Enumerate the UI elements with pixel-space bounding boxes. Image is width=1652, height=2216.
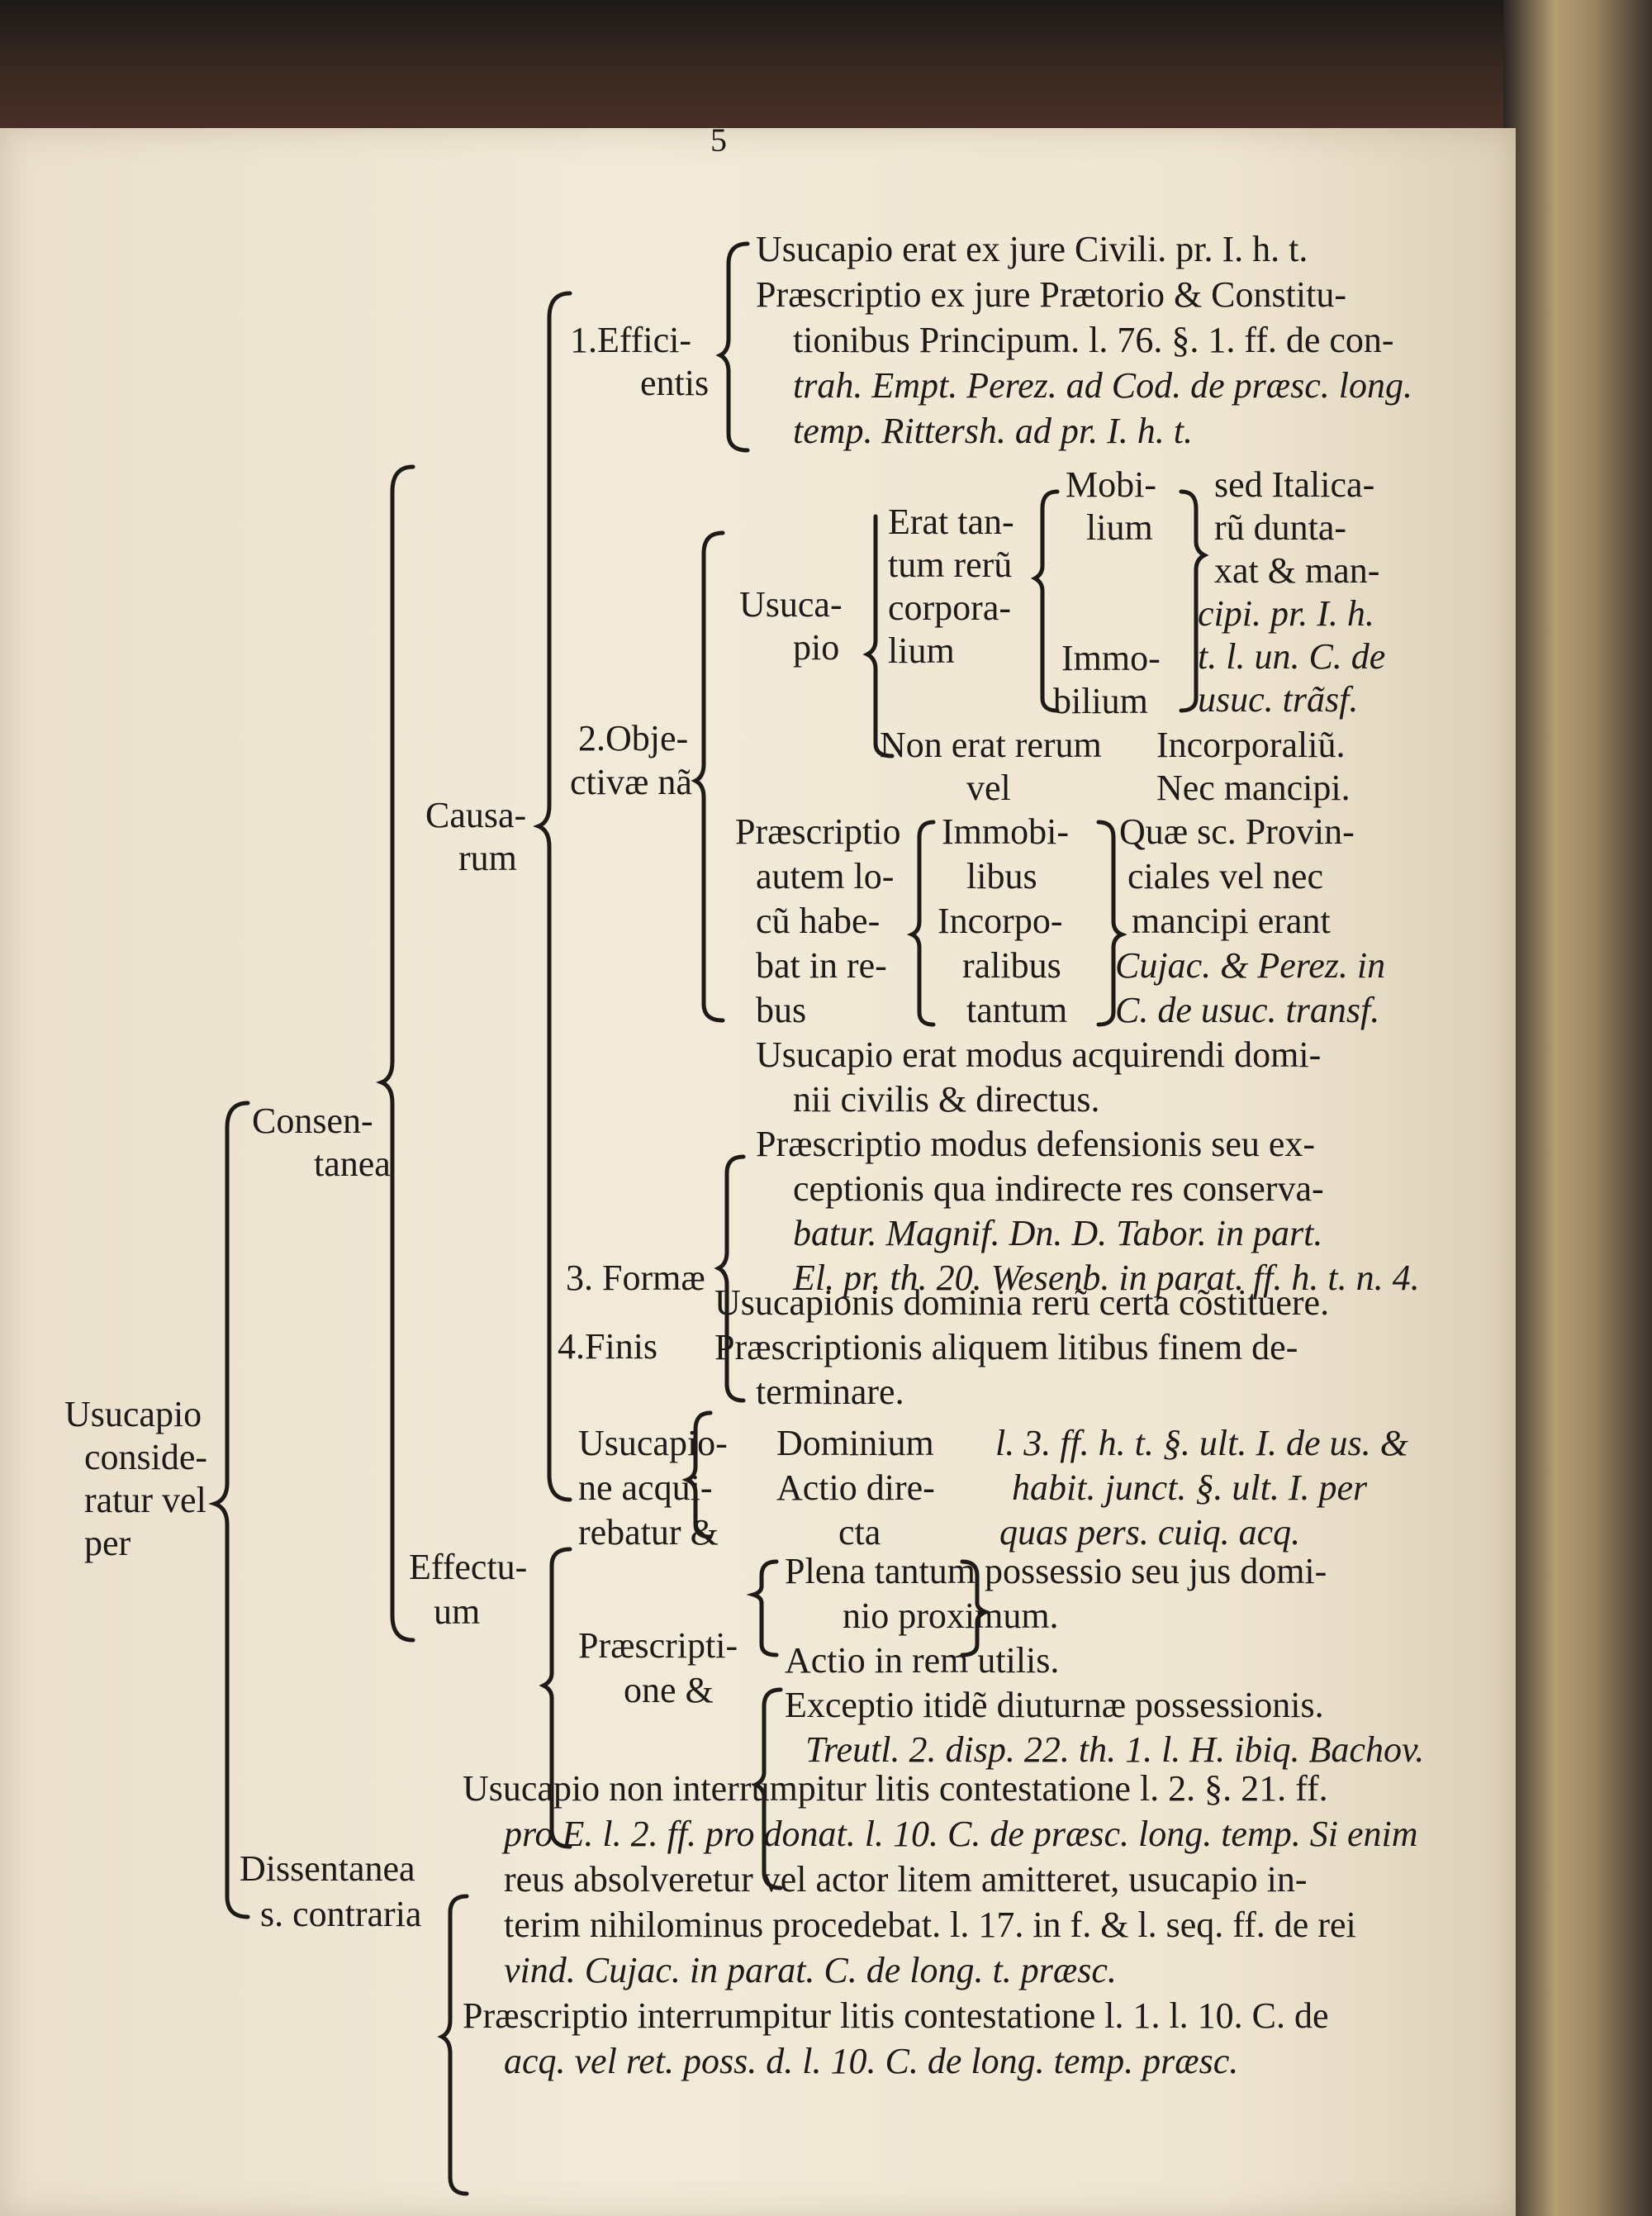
- ref-line-1: l. 3. ff. h. t. §. ult. I. de us. &: [995, 1423, 1408, 1463]
- praescriptio-loci-2: autem lo-: [756, 856, 895, 896]
- usucapione-acq-2: ne acqui-: [578, 1467, 713, 1508]
- provinciales-2: ciales vel nec: [1127, 856, 1323, 896]
- praescriptio-loci-3: cũ habe-: [756, 901, 881, 941]
- dissentanea-label-2: s. contraria: [260, 1894, 422, 1934]
- italica-line-1: sed Italica-: [1214, 464, 1375, 505]
- diss-line-3: reus absolveretur vel actor litem amitte…: [504, 1859, 1308, 1900]
- formae-label: 3. Formæ: [566, 1258, 705, 1298]
- formae-line-4: ceptionis qua indirecte res conserva-: [793, 1168, 1324, 1209]
- mobilium-label: Mobi-: [1066, 464, 1156, 505]
- immobilibus-2: libus: [966, 856, 1037, 896]
- praescriptio-loci-5: bus: [756, 990, 807, 1030]
- immobilibus-5: tantum: [966, 990, 1068, 1030]
- efficientis-line-5: temp. Rittersh. ad pr. I. h. t.: [793, 411, 1193, 451]
- erat-line-1: Erat tan-: [888, 502, 1014, 542]
- provinciales-1: Quæ sc. Provin-: [1119, 811, 1355, 852]
- italica-line-5: t. l. un. C. de: [1198, 636, 1386, 677]
- diss-line-1: Usucapio non interrumpitur litis contest…: [463, 1768, 1328, 1809]
- formae-line-6: El. pr. th. 20. Wesenb. in parat. ff. h.…: [793, 1258, 1420, 1298]
- praescriptio-loci-4: bat in re-: [756, 945, 887, 986]
- efficientis-label-2: entis: [640, 363, 710, 403]
- immobilibus-3: Incorpo-: [938, 901, 1063, 941]
- formae-line-2: nii civilis & directus.: [793, 1079, 1100, 1120]
- mobilium-label-2: lium: [1086, 507, 1153, 548]
- provinciales-5: C. de usuc. transf.: [1115, 990, 1380, 1030]
- diss-line-7: acq. vel ret. poss. d. l. 10. C. de long…: [504, 2041, 1239, 2081]
- objectivae-label-2: ctivæ nã: [570, 762, 692, 802]
- praescriptio-loci-1: Præscriptio: [735, 811, 901, 852]
- erat-line-3: corpora-: [888, 587, 1012, 628]
- efficientis-line-4: trah. Empt. Perez. ad Cod. de præsc. lon…: [793, 365, 1412, 406]
- erat-line-4: lium: [888, 630, 955, 671]
- immobilibus-1: Immobi-: [942, 811, 1069, 852]
- root-label-3: ratur vel: [84, 1480, 206, 1520]
- plena-line-1: Plena tantum possessio seu jus domi-: [785, 1551, 1327, 1591]
- formae-line-1: Usucapio erat modus acquirendi domi-: [756, 1034, 1322, 1075]
- italica-line-3: xat & man-: [1214, 550, 1380, 591]
- effectuum-label-2: um: [434, 1591, 481, 1632]
- causarum-label-2: rum: [458, 838, 517, 878]
- book-page: 5 Usucapio conside- ratur vel per Consen…: [0, 124, 1516, 2216]
- objectivae-label: 2.Obje-: [578, 718, 689, 758]
- formae-line-3: Præscriptio modus defensionis seu ex-: [756, 1124, 1316, 1164]
- non-erat-line-2: vel: [966, 768, 1011, 808]
- effectuum-label: Effectu-: [409, 1547, 528, 1587]
- finis-line-3: terminare.: [756, 1372, 904, 1412]
- incorporalium-label: Incorporaliũ.: [1156, 725, 1346, 765]
- italica-line-2: rũ dunta-: [1214, 507, 1347, 548]
- provinciales-3: mancipi erant: [1132, 901, 1331, 941]
- plena-line-2: nio proximum.: [843, 1595, 1059, 1636]
- page-mark: 5: [710, 121, 727, 159]
- efficientis-line-3: tionibus Principum. l. 76. §. 1. ff. de …: [793, 320, 1394, 360]
- root-label: Usucapio: [64, 1394, 202, 1434]
- efficientis-line-1: Usucapio erat ex jure Civili. pr. I. h. …: [756, 229, 1308, 269]
- finis-line-1: Usucapionis dominia rerũ certa cõstituer…: [714, 1282, 1330, 1323]
- causarum-label: Causa-: [425, 795, 527, 835]
- diss-line-4: terim nihilominus procedebat. l. 17. in …: [504, 1905, 1356, 1945]
- root-label-4: per: [84, 1523, 131, 1563]
- provinciales-4: Cujac. & Perez. in: [1115, 945, 1386, 986]
- immobilium-label-2: bilium: [1053, 681, 1148, 721]
- background-top: [0, 0, 1652, 136]
- root-label-2: conside-: [84, 1437, 208, 1477]
- dissentanea-label: Dissentanea: [240, 1848, 415, 1889]
- nec-mancipi-label: Nec mancipi.: [1156, 768, 1351, 808]
- finis-label: 4.Finis: [558, 1326, 658, 1367]
- usucapio-sub-label-2: pio: [793, 627, 840, 668]
- usucapione-acq-3: rebatur &: [578, 1512, 719, 1553]
- non-erat-line-1: Non erat rerum: [880, 725, 1102, 765]
- diss-line-2: pro E. l. 2. ff. pro donat. l. 10. C. de…: [504, 1814, 1418, 1854]
- consentanea-label: Consen-: [252, 1101, 373, 1141]
- ref-line-3: quas pers. cuiq. acq.: [999, 1512, 1301, 1553]
- immobilibus-4: ralibus: [962, 945, 1061, 986]
- italica-line-4: cipi. pr. I. h.: [1198, 593, 1374, 634]
- diss-line-6: Præscriptio interrumpitur litis contesta…: [463, 1995, 1329, 2036]
- efficientis-line-2: Præscriptio ex jure Prætorio & Constitu-: [756, 274, 1346, 315]
- plena-line-5: Treutl. 2. disp. 22. th. 1. l. H. ibiq. …: [805, 1729, 1425, 1770]
- finis-line-2: Præscriptionis aliquem litibus finem de-: [714, 1327, 1298, 1367]
- ref-line-2: habit. junct. §. ult. I. per: [1012, 1467, 1368, 1508]
- italica-line-6: usuc. trãsf.: [1198, 679, 1359, 720]
- plena-line-4: Exceptio itidẽ diuturnæ possessionis.: [785, 1685, 1324, 1725]
- praescriptione-1: Præscripti-: [578, 1625, 738, 1666]
- usucapio-sub-label: Usuca-: [739, 584, 843, 625]
- diss-line-5: vind. Cujac. in parat. C. de long. t. pr…: [504, 1950, 1117, 1990]
- praescriptione-2: one &: [624, 1670, 714, 1710]
- usucapione-acq-1: Usucapio-: [578, 1423, 728, 1463]
- immobilium-label: Immo-: [1061, 638, 1161, 678]
- actio-directa-label-2: cta: [838, 1512, 881, 1553]
- erat-line-2: tum rerũ: [888, 544, 1013, 585]
- book-edge: [1503, 0, 1652, 2216]
- bracket-lines: [208, 241, 1209, 2196]
- formae-line-5: batur. Magnif. Dn. D. Tabor. in part.: [793, 1213, 1323, 1253]
- consentanea-label-2: tanea: [314, 1144, 391, 1184]
- plena-line-3: Actio in rem utilis.: [785, 1640, 1060, 1681]
- actio-directa-label: Actio dire-: [776, 1467, 935, 1508]
- dominium-label: Dominium: [776, 1423, 934, 1463]
- efficientis-label: 1.Effici-: [570, 320, 692, 360]
